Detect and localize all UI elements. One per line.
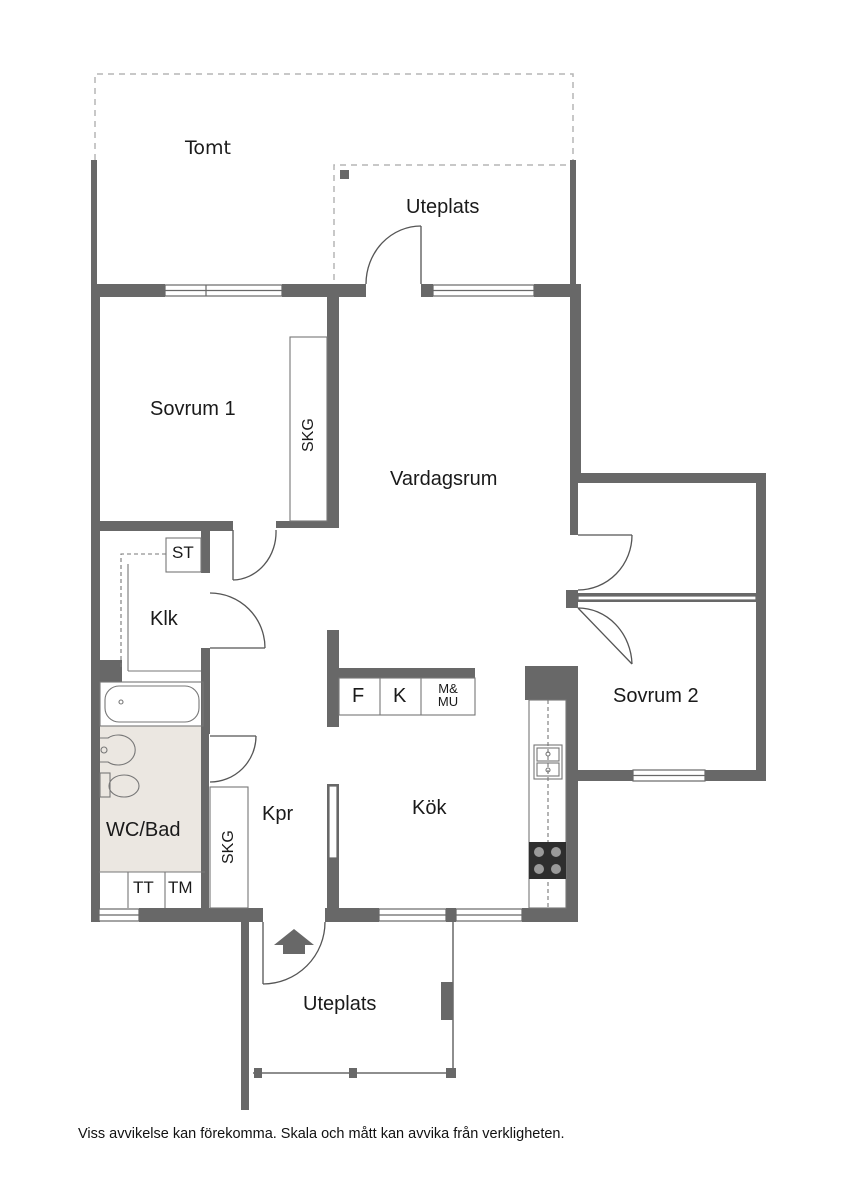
label-tomt: Tomt	[185, 137, 231, 159]
label-f: F	[352, 685, 365, 707]
closet-bottom	[209, 786, 249, 909]
label-st: ST	[172, 543, 194, 562]
label-skg-bottom: SKG	[220, 830, 237, 864]
label-sovrum-2: Sovrum 2	[613, 685, 699, 707]
label-uteplats-top: Uteplats	[406, 196, 480, 218]
patio-walls	[241, 922, 456, 1110]
fixtures	[99, 336, 567, 909]
label-kok: Kök	[412, 797, 447, 819]
label-sovrum-1: Sovrum 1	[150, 398, 236, 420]
label-vardagsrum: Vardagsrum	[390, 468, 498, 490]
label-skg-top: SKG	[300, 418, 317, 452]
plot-boundary	[94, 73, 574, 280]
disclaimer-text: Viss avvikelse kan förekomma. Skala och …	[78, 1126, 565, 1142]
patio-railing	[253, 922, 454, 1074]
closet-top	[289, 336, 328, 522]
label-kpr: Kpr	[262, 803, 294, 825]
windows	[98, 284, 757, 922]
label-m-mu: M& MU	[437, 681, 459, 709]
label-klk: Klk	[150, 608, 178, 630]
doors	[209, 225, 633, 985]
post-marker	[340, 170, 349, 179]
exterior-walls	[91, 160, 766, 922]
label-tt: TT	[133, 878, 154, 897]
label-tm: TM	[168, 878, 193, 897]
label-wc-bad: WC/Bad	[106, 819, 181, 841]
stove-icon	[529, 842, 566, 879]
bathroom-floor	[99, 726, 209, 872]
entrance-arrow-icon	[274, 929, 314, 954]
label-k: K	[393, 685, 407, 707]
label-uteplats-bottom: Uteplats	[303, 993, 377, 1015]
